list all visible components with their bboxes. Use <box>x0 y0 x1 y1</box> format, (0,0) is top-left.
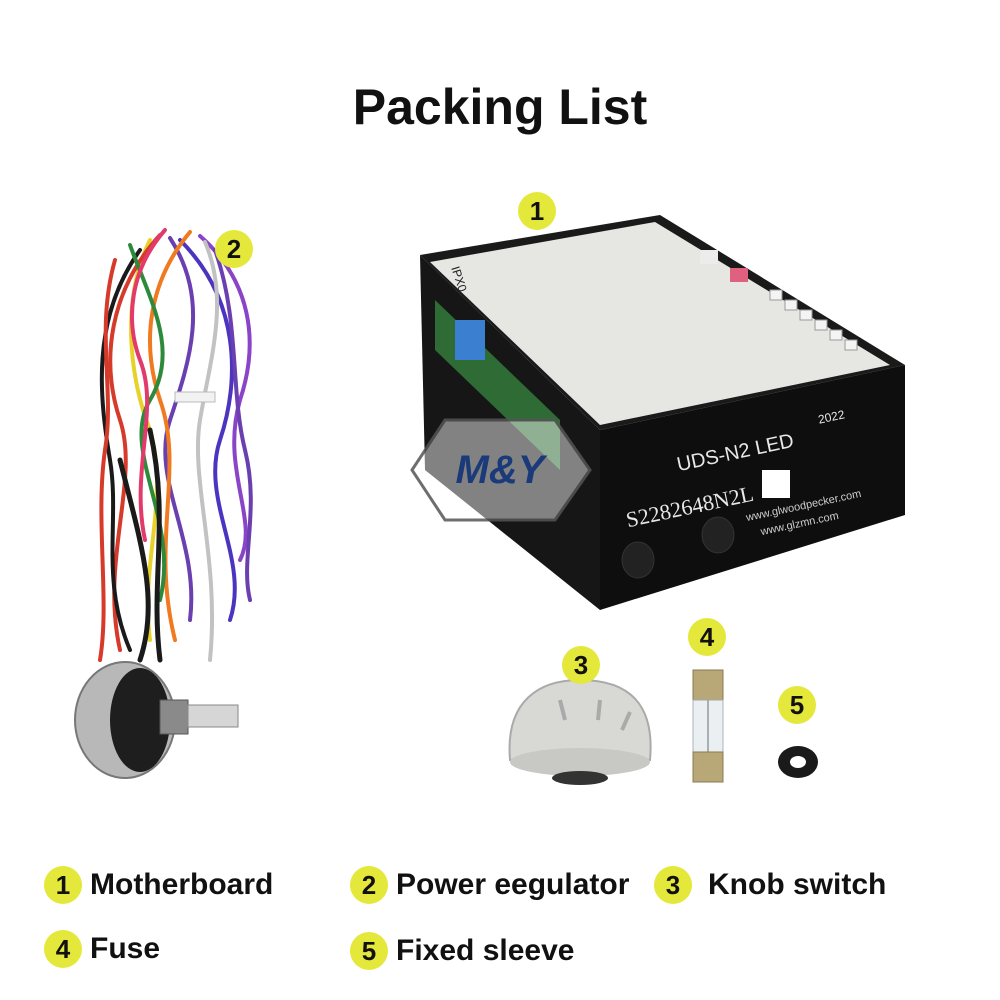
wire-harness <box>98 228 253 663</box>
cable-tie <box>174 391 216 403</box>
legend-item-fixed-sleeve: 5 Fixed sleeve <box>350 932 574 970</box>
label-panel <box>430 222 890 425</box>
legend-label: Motherboard <box>90 868 274 901</box>
badge-power-regulator: 2 <box>215 230 253 268</box>
badge-fuse: 4 <box>688 618 726 656</box>
legend-badge: 3 <box>654 866 692 904</box>
potentiometer <box>74 661 239 779</box>
knob-switch <box>508 678 652 785</box>
legend-badge: 2 <box>350 866 388 904</box>
fuse <box>692 669 724 783</box>
legend-item-power-regulator: 2 Power eegulator <box>350 866 629 904</box>
legend-badge: 5 <box>350 932 388 970</box>
legend-label: Power eegulator <box>396 868 630 901</box>
watermark-text: M&Y <box>455 448 545 492</box>
badge-fixed-sleeve: 5 <box>778 686 816 724</box>
badge-motherboard: 1 <box>518 192 556 230</box>
legend-item-motherboard: 1 Motherboard <box>44 866 273 904</box>
fixed-sleeve <box>778 746 818 778</box>
legend-item-knob-switch: 3 Knob switch <box>654 866 886 904</box>
legend-badge: 4 <box>44 930 82 968</box>
legend-badge: 1 <box>44 866 82 904</box>
legend-label: Knob switch <box>708 868 887 901</box>
page-title: Packing List <box>352 79 648 135</box>
legend-label: Fuse <box>90 932 161 965</box>
legend-item-fuse: 4 Fuse <box>44 930 160 968</box>
badge-knob-switch: 3 <box>562 646 600 684</box>
watermark-logo <box>410 418 592 522</box>
legend-label: Fixed sleeve <box>396 934 575 967</box>
